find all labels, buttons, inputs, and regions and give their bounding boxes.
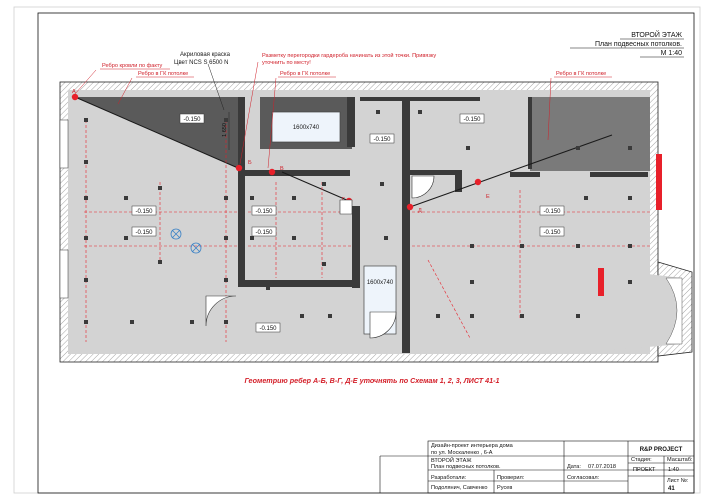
pendant-lights <box>170 228 202 254</box>
rib-guide-lines <box>84 120 650 342</box>
svg-text:-0.150: -0.150 <box>543 209 561 215</box>
paint-label-line2: Цвет NCS S 6500 N <box>174 60 228 66</box>
tb-check-label: Проверил: <box>497 475 525 481</box>
title-block <box>379 440 695 494</box>
sheet-title: ВТОРОЙ ЭТАЖ План подвесных потолков. М 1… <box>570 30 684 58</box>
left-windows <box>59 119 69 299</box>
point-v: В <box>280 166 284 172</box>
point-a: А <box>72 89 76 95</box>
skylight-1: 1600х740 <box>271 111 341 143</box>
tb-scale-value: 1:40 <box>668 467 679 473</box>
svg-text:-0.150: -0.150 <box>373 137 391 143</box>
skylight-2-label: 1600х740 <box>367 280 394 286</box>
rib-gk-label-3: Ребро в ГК потолке <box>556 71 606 77</box>
point-e: Е <box>486 194 490 200</box>
interior-walls <box>238 97 648 353</box>
tb-sheet-name-2: План подвесных потолков. <box>431 464 501 470</box>
svg-text:-0.150: -0.150 <box>543 230 561 236</box>
tb-project-line2: по ул. Москаленко , 6-А <box>431 450 493 456</box>
door-swings <box>205 175 435 339</box>
point-d: Д <box>418 208 422 214</box>
tb-company: R&P PROJECT <box>640 447 683 453</box>
svg-text:1 650: 1 650 <box>222 123 228 137</box>
svg-text:М 1:40: М 1:40 <box>661 50 683 57</box>
tb-project-line1: Дизайн-проект интерьера дома <box>431 442 514 449</box>
level-tags: -0.150 -0.150 -0.150 -0.150 -0.150 -0.15… <box>131 113 565 333</box>
paint-leader <box>207 63 225 111</box>
annotation-leaders <box>74 61 552 169</box>
partition-note-line2: уточнить по месту! <box>262 60 311 66</box>
roof-rib-label: Ребро кровли по факту <box>102 63 163 69</box>
tb-sheet-no-label: Лист №: <box>667 478 689 484</box>
tb-date-value: 07.07.2018 <box>588 464 616 470</box>
tb-dev-label: Разработали: <box>431 475 467 481</box>
dimension-1650: 1 650 <box>222 112 230 150</box>
paint-label-line1: Акриловая краска <box>180 52 231 58</box>
svg-text:-0.150: -0.150 <box>183 117 201 123</box>
sheet-inner-frame <box>37 12 695 494</box>
partition-note-line1: Разметку перегородки гардероба начинать … <box>262 52 436 59</box>
radiator-right <box>656 154 662 210</box>
svg-text:-0.150: -0.150 <box>463 117 481 123</box>
tb-stage-label: Стадия: <box>631 457 652 463</box>
tb-date-label: Дата: <box>567 464 581 470</box>
tb-dev-value: Подолянич, Савченко <box>431 485 487 491</box>
tb-sheet-name-1: ВТОРОЙ ЭТАЖ <box>431 456 472 464</box>
point-b: Б <box>248 160 252 166</box>
svg-text:ВТОРОЙ ЭТАЖ: ВТОРОЙ ЭТАЖ <box>631 30 682 39</box>
svg-text:-0.150: -0.150 <box>255 209 273 215</box>
geometry-note: Геометрию ребер А-Б, В-Г, Д-Е уточнять п… <box>244 376 499 385</box>
rib-gk-label-1: Ребро в ГК потолке <box>138 71 188 77</box>
svg-text:-0.150: -0.150 <box>255 230 273 236</box>
svg-text:-0.150: -0.150 <box>259 326 277 332</box>
tb-stage-value: ПРОЕКТ <box>633 467 656 473</box>
skylight-1-label: 1600х740 <box>293 125 320 131</box>
light-fixtures <box>84 110 632 324</box>
rib-gk-label-2: Ребро в ГК потолке <box>280 71 330 77</box>
tb-sheet-no-value: 41 <box>668 486 675 492</box>
tb-scale-label: Масштаб: <box>667 457 693 463</box>
radiator-bay <box>598 268 604 296</box>
tb-agreed-label: Согласовал: <box>567 475 600 481</box>
svg-text:-0.150: -0.150 <box>135 209 153 215</box>
tb-check-value: Русев <box>497 485 512 491</box>
svg-text:План подвесных потолков.: План подвесных потолков. <box>595 41 682 48</box>
svg-text:-0.150: -0.150 <box>135 230 153 236</box>
